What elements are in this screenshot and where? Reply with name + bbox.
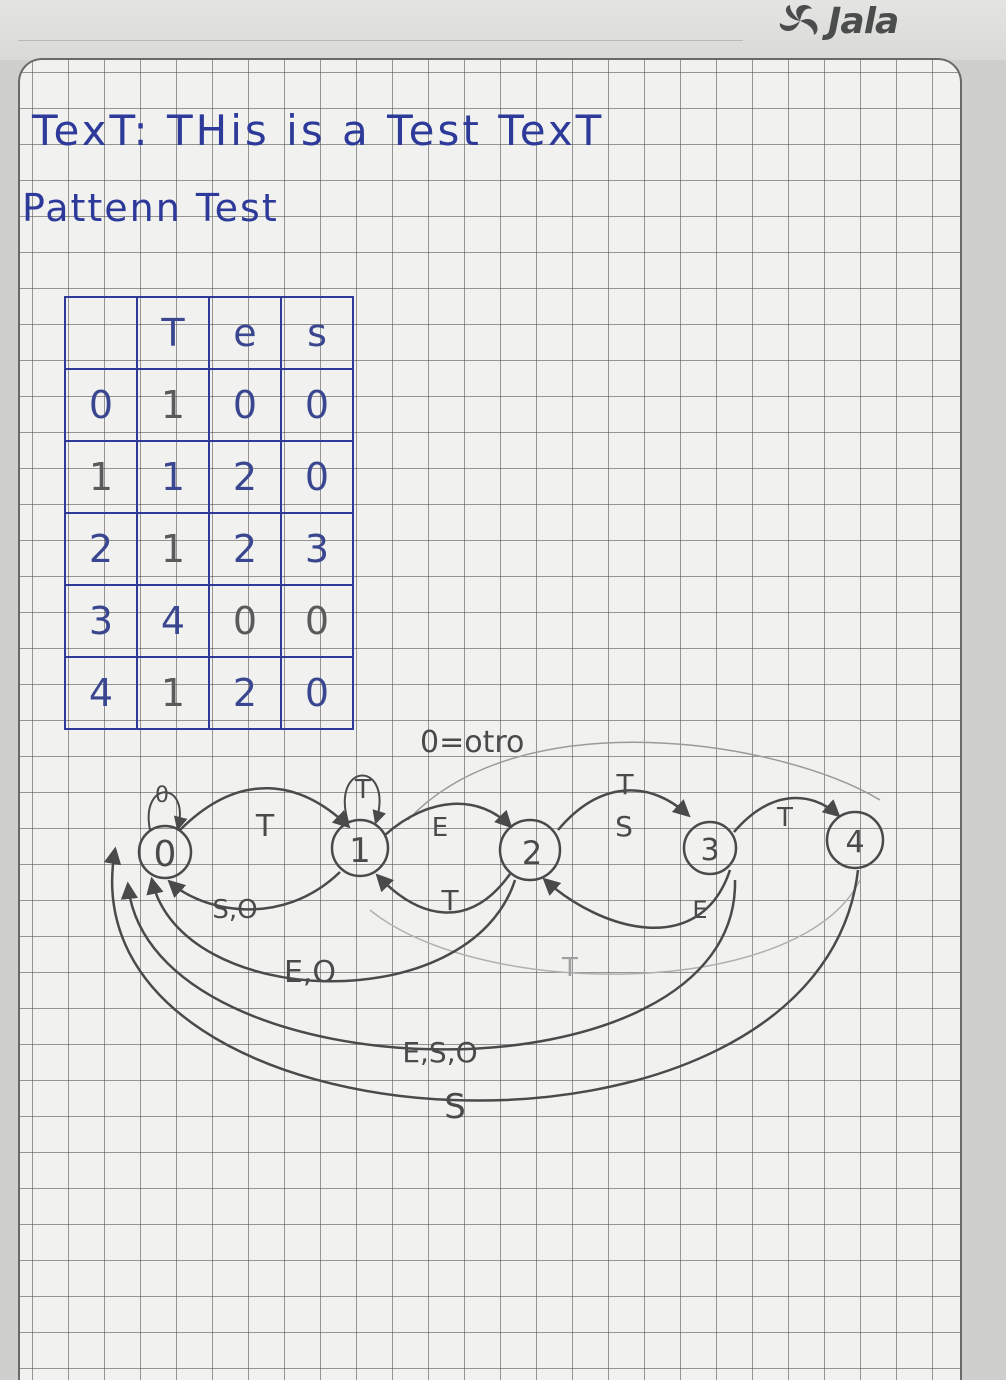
self-loop-1: T bbox=[343, 774, 386, 825]
table-cell: 3 bbox=[64, 584, 138, 658]
svg-text:E: E bbox=[432, 813, 448, 843]
state-node: 2 bbox=[498, 818, 562, 882]
table-row: 1 1 2 0 bbox=[64, 440, 354, 514]
edge-2-1: T bbox=[375, 873, 512, 917]
table-header-cell: T bbox=[136, 296, 210, 370]
svg-text:E: E bbox=[692, 896, 707, 924]
table-row: 4 1 2 0 bbox=[64, 656, 354, 730]
edge-3-2: E bbox=[542, 869, 732, 930]
table-cell: 3 bbox=[280, 512, 354, 586]
table-cell: 0 bbox=[280, 584, 354, 658]
table-cell: 4 bbox=[136, 584, 210, 658]
edge-3-4: T bbox=[733, 796, 841, 833]
state-label: 4 bbox=[845, 825, 864, 860]
state-node: 4 bbox=[825, 810, 885, 870]
edge-1-0: S,O bbox=[167, 871, 341, 925]
table-cell: 0 bbox=[208, 368, 282, 442]
edge-2-3: S bbox=[557, 789, 691, 843]
table-header-cell: s bbox=[280, 296, 354, 370]
svg-text:S: S bbox=[444, 1087, 466, 1127]
state-node: 3 bbox=[682, 820, 738, 876]
brand-name: Jala bbox=[828, 0, 899, 42]
state-label: 1 bbox=[349, 831, 371, 871]
table-cell: 4 bbox=[64, 656, 138, 730]
svg-text:S: S bbox=[615, 810, 633, 843]
table-row: 3 4 0 0 bbox=[64, 584, 354, 658]
state-node: 1 bbox=[330, 818, 390, 878]
table-header-cell: e bbox=[208, 296, 282, 370]
state-label: 2 bbox=[522, 834, 542, 872]
table-cell: 0 bbox=[280, 440, 354, 514]
table-cell: 2 bbox=[208, 440, 282, 514]
svg-text:T: T bbox=[440, 884, 459, 917]
table-header-row: T e s bbox=[64, 296, 354, 370]
brand-logo: Jala bbox=[778, 0, 899, 42]
table-cell: 2 bbox=[208, 512, 282, 586]
table-cell: 1 bbox=[136, 368, 210, 442]
svg-text:T: T bbox=[354, 775, 371, 805]
upper-arc-label: T bbox=[615, 768, 634, 801]
table-cell: 1 bbox=[64, 440, 138, 514]
edge-4-0: S bbox=[103, 846, 860, 1127]
table-cell: 0 bbox=[208, 584, 282, 658]
self-loop-0: 0 bbox=[147, 783, 188, 831]
svg-text:T: T bbox=[255, 809, 275, 844]
edge-0-1: T bbox=[179, 787, 351, 844]
table-cell: 0 bbox=[280, 656, 354, 730]
table-row: 0 1 0 0 bbox=[64, 368, 354, 442]
grid-paper-sheet bbox=[20, 60, 960, 1380]
transition-table: T e s 0 1 0 0 1 1 2 0 2 1 2 3 3 4 0 0 4 … bbox=[64, 296, 354, 730]
faint-arc-lower bbox=[369, 879, 861, 975]
svg-text:S,O: S,O bbox=[212, 895, 257, 925]
edge-1-2: E bbox=[384, 802, 513, 843]
state-node: 0 bbox=[137, 824, 193, 880]
state-label: 3 bbox=[700, 833, 719, 868]
svg-text:T: T bbox=[776, 803, 793, 833]
svg-text:E,O: E,O bbox=[284, 955, 336, 990]
legend-label: 0=otro bbox=[420, 725, 524, 760]
faint-label: T bbox=[561, 953, 578, 983]
table-cell: 0 bbox=[280, 368, 354, 442]
table-header-cell bbox=[64, 296, 138, 370]
svg-text:E,S,O: E,S,O bbox=[402, 1036, 477, 1069]
svg-text:0: 0 bbox=[155, 783, 169, 808]
edge-2-0: E,O bbox=[146, 876, 517, 990]
table-cell: 2 bbox=[64, 512, 138, 586]
faint-arc bbox=[407, 741, 881, 821]
table-cell: 1 bbox=[136, 440, 210, 514]
text-line: TexT: THis is a Test TexT bbox=[32, 106, 605, 155]
pattern-line: Pattenn Test bbox=[22, 186, 279, 230]
edge-3-0: E,S,O bbox=[120, 879, 737, 1069]
table-cell: 1 bbox=[136, 512, 210, 586]
top-rule bbox=[18, 40, 743, 41]
table-row: 2 1 2 3 bbox=[64, 512, 354, 586]
page-top-strip bbox=[0, 0, 1006, 60]
state-label: 0 bbox=[154, 834, 177, 875]
table-cell: 0 bbox=[64, 368, 138, 442]
table-cell: 1 bbox=[136, 656, 210, 730]
table-cell: 2 bbox=[208, 656, 282, 730]
swirl-logo-icon bbox=[779, 5, 818, 35]
